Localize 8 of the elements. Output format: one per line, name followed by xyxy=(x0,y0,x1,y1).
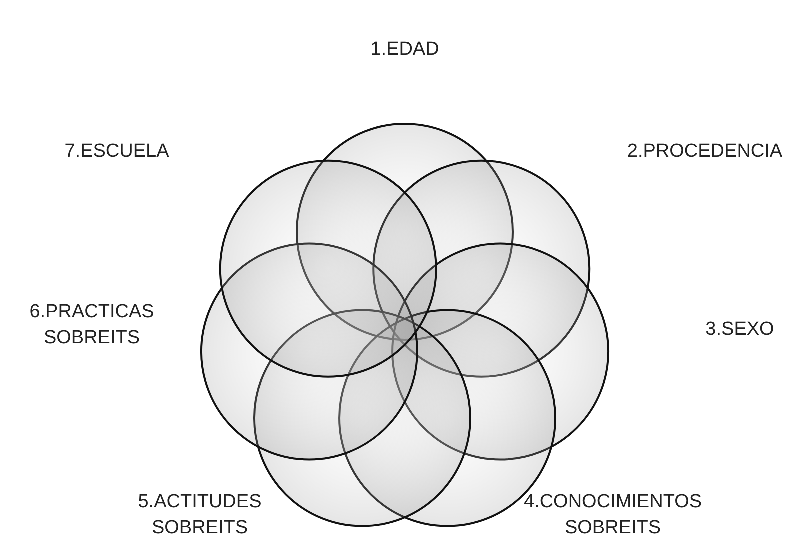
circle xyxy=(219,160,438,378)
label-text: 3.SEXO xyxy=(704,318,776,342)
label-text: 6.PRACTICAS SOBREITS xyxy=(28,300,156,350)
label-text: 1.EDAD xyxy=(370,38,440,62)
label-text: 4.CONOCIMIENTOS SOBREITS xyxy=(522,490,704,540)
label-text: 2.PROCEDENCIA xyxy=(626,140,784,164)
label-text: 7.ESCUELA xyxy=(64,140,170,164)
label-text: 5.ACTITUDES SOBREITS xyxy=(137,490,263,540)
